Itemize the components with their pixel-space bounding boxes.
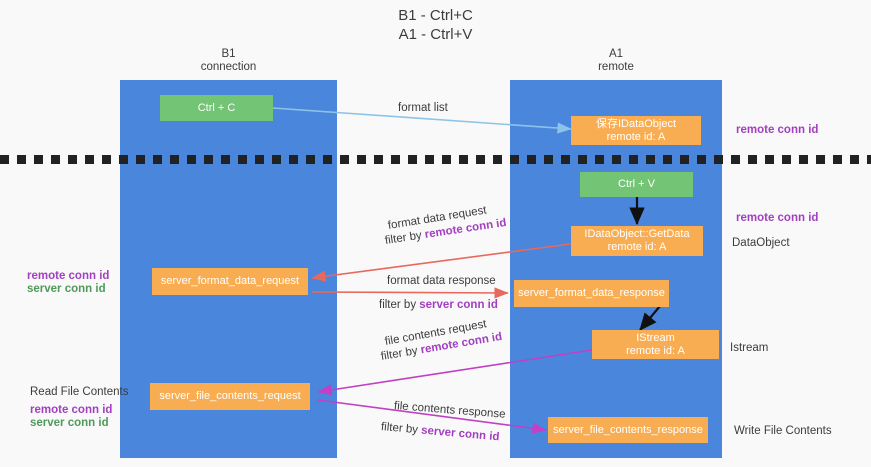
lane-header-a1: A1 remote — [510, 48, 722, 74]
side-label-write-file-contents: Write File Contents — [734, 425, 832, 437]
edge-label-file-contents-response-filter: filter by server conn id — [380, 420, 500, 444]
side-label-istream: Istream — [730, 342, 769, 354]
side-label-dataobject: DataObject — [732, 237, 790, 249]
node-idataobject-getdata-label: IDataObject::GetData — [584, 228, 690, 240]
lane-header-a1-sub: remote — [598, 61, 634, 73]
node-ctrl-v[interactable]: Ctrl + V — [580, 172, 693, 197]
node-server-file-contents-response-label: server_file_contents_response — [553, 423, 703, 436]
lane-header-b1-name: B1 — [221, 48, 236, 60]
node-istream[interactable]: IStream remote id: A — [592, 330, 719, 359]
edge-label-file-contents-response: file contents response — [393, 400, 507, 421]
title-line-1: B1 - Ctrl+C — [398, 7, 473, 24]
side-label-left-remote-conn-id-mid: remote conn id — [27, 270, 110, 282]
side-label-left-server-conn-id-mid: server conn id — [27, 283, 106, 295]
node-save-idataobject-label: 保存IDataObject — [595, 117, 677, 130]
filter-key-server-conn-id: server conn id — [419, 299, 498, 311]
node-server-file-contents-request-label: server_file_contents_request — [159, 390, 301, 402]
lane-header-b1-sub: connection — [200, 61, 257, 73]
phase-divider — [0, 155, 871, 164]
edge-label-format-list: format list — [398, 102, 448, 114]
node-save-idataobject-remote-id: remote id: A — [606, 130, 666, 143]
edge-label-format-data-response: format data response — [387, 275, 496, 287]
filter-prefix: filter by — [379, 299, 420, 311]
side-label-remote-conn-id-mid: remote conn id — [736, 212, 819, 224]
node-save-idataobject[interactable]: 保存IDataObject remote id: A — [571, 116, 701, 145]
node-server-format-data-request[interactable]: server_format_data_request — [152, 268, 308, 295]
node-server-format-data-response[interactable]: server_format_data_response — [514, 280, 669, 307]
node-ctrl-v-label: Ctrl + V — [618, 178, 655, 190]
node-istream-label: IStream — [636, 331, 675, 344]
node-server-format-data-request-label: server_format_data_request — [160, 275, 300, 287]
side-label-read-file-contents: Read File Contents — [30, 386, 129, 398]
filter-prefix: filter by — [380, 421, 422, 437]
node-idataobject-getdata[interactable]: IDataObject::GetData remote id: A — [571, 226, 703, 256]
lane-header-a1-name: A1 — [608, 48, 624, 60]
node-server-file-contents-request[interactable]: server_file_contents_request — [150, 383, 310, 410]
filter-key-server-conn-id: server conn id — [420, 424, 500, 444]
node-server-format-data-response-label: server_format_data_response — [518, 287, 665, 299]
node-server-file-contents-response[interactable]: server_file_contents_response — [548, 417, 708, 443]
page-title: B1 - Ctrl+C A1 - Ctrl+V — [0, 6, 871, 44]
lane-header-b1: B1 connection — [120, 48, 337, 74]
node-idataobject-getdata-remote-id: remote id: A — [607, 241, 667, 253]
title-line-2: A1 - Ctrl+V — [398, 26, 473, 43]
side-label-left-remote-conn-id-bot: remote conn id — [30, 404, 113, 416]
node-ctrl-c-label: Ctrl + C — [197, 101, 236, 114]
side-label-remote-conn-id-top: remote conn id — [736, 124, 819, 136]
node-istream-remote-id: remote id: A — [626, 344, 685, 357]
node-ctrl-c[interactable]: Ctrl + C — [160, 95, 273, 121]
edge-label-format-data-response-filter: filter by server conn id — [379, 298, 498, 312]
side-label-left-server-conn-id-bot: server conn id — [30, 417, 109, 429]
